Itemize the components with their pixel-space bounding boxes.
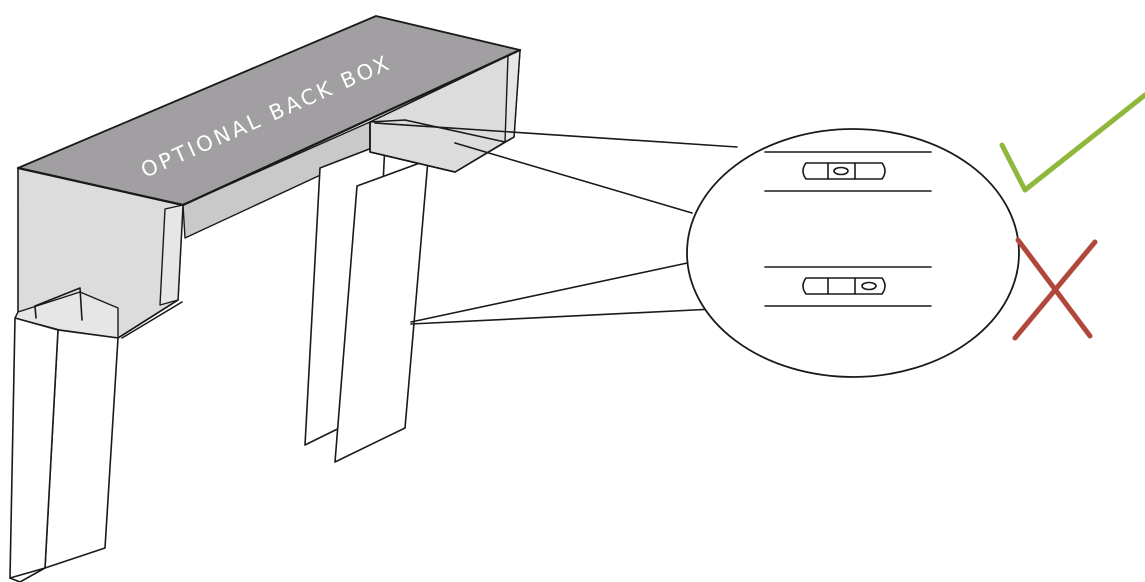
checkmark-icon xyxy=(999,92,1145,193)
zoom-detail xyxy=(686,128,1020,378)
box-right-end-edge xyxy=(504,49,521,143)
right-panel-front xyxy=(334,159,429,463)
leader-line-1 xyxy=(374,122,738,148)
zoom-circle xyxy=(686,128,1020,378)
back-box: OPTIONAL BACK BOX xyxy=(16,15,522,339)
leader-lines xyxy=(374,122,738,325)
spirit-level-icon xyxy=(764,151,932,192)
leader-line-4 xyxy=(410,308,715,325)
leader-line-2 xyxy=(454,142,693,214)
box-lower-edge xyxy=(117,299,179,339)
left-panel xyxy=(9,287,119,582)
right-panels xyxy=(304,119,506,463)
spirit-level-icon xyxy=(764,266,932,307)
leader-line-3 xyxy=(410,261,693,323)
cross-icon xyxy=(1012,237,1098,341)
